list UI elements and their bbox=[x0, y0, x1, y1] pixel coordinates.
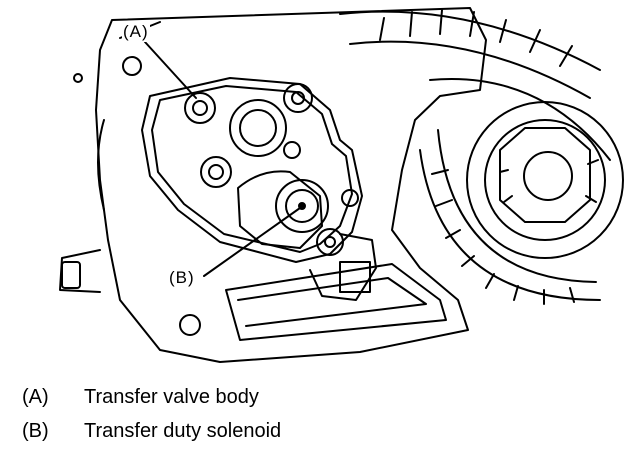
legend-row-a: (A) Transfer valve body bbox=[22, 380, 622, 414]
lower-piping bbox=[225, 263, 447, 341]
ring-gear bbox=[419, 78, 624, 305]
transfer-duty-solenoid bbox=[237, 170, 377, 301]
legend-key-a: (A) bbox=[22, 386, 49, 408]
callout-label-a: (A) bbox=[122, 22, 150, 42]
legend: (A) Transfer valve body (B) Transfer dut… bbox=[22, 380, 622, 448]
legend-row-b: (B) Transfer duty solenoid bbox=[22, 414, 622, 448]
upper-gear bbox=[339, 9, 601, 99]
transmission-case bbox=[59, 7, 487, 363]
callout-label-b: (B) bbox=[168, 268, 196, 288]
transfer-valve-body bbox=[141, 77, 363, 263]
technical-illustration bbox=[59, 7, 624, 363]
legend-text-a: Transfer valve body bbox=[84, 386, 259, 408]
leader-line-a bbox=[144, 41, 197, 99]
leader-line-b bbox=[203, 207, 301, 277]
legend-text-b: Transfer duty solenoid bbox=[84, 420, 282, 442]
legend-key-b: (B) bbox=[22, 420, 49, 442]
